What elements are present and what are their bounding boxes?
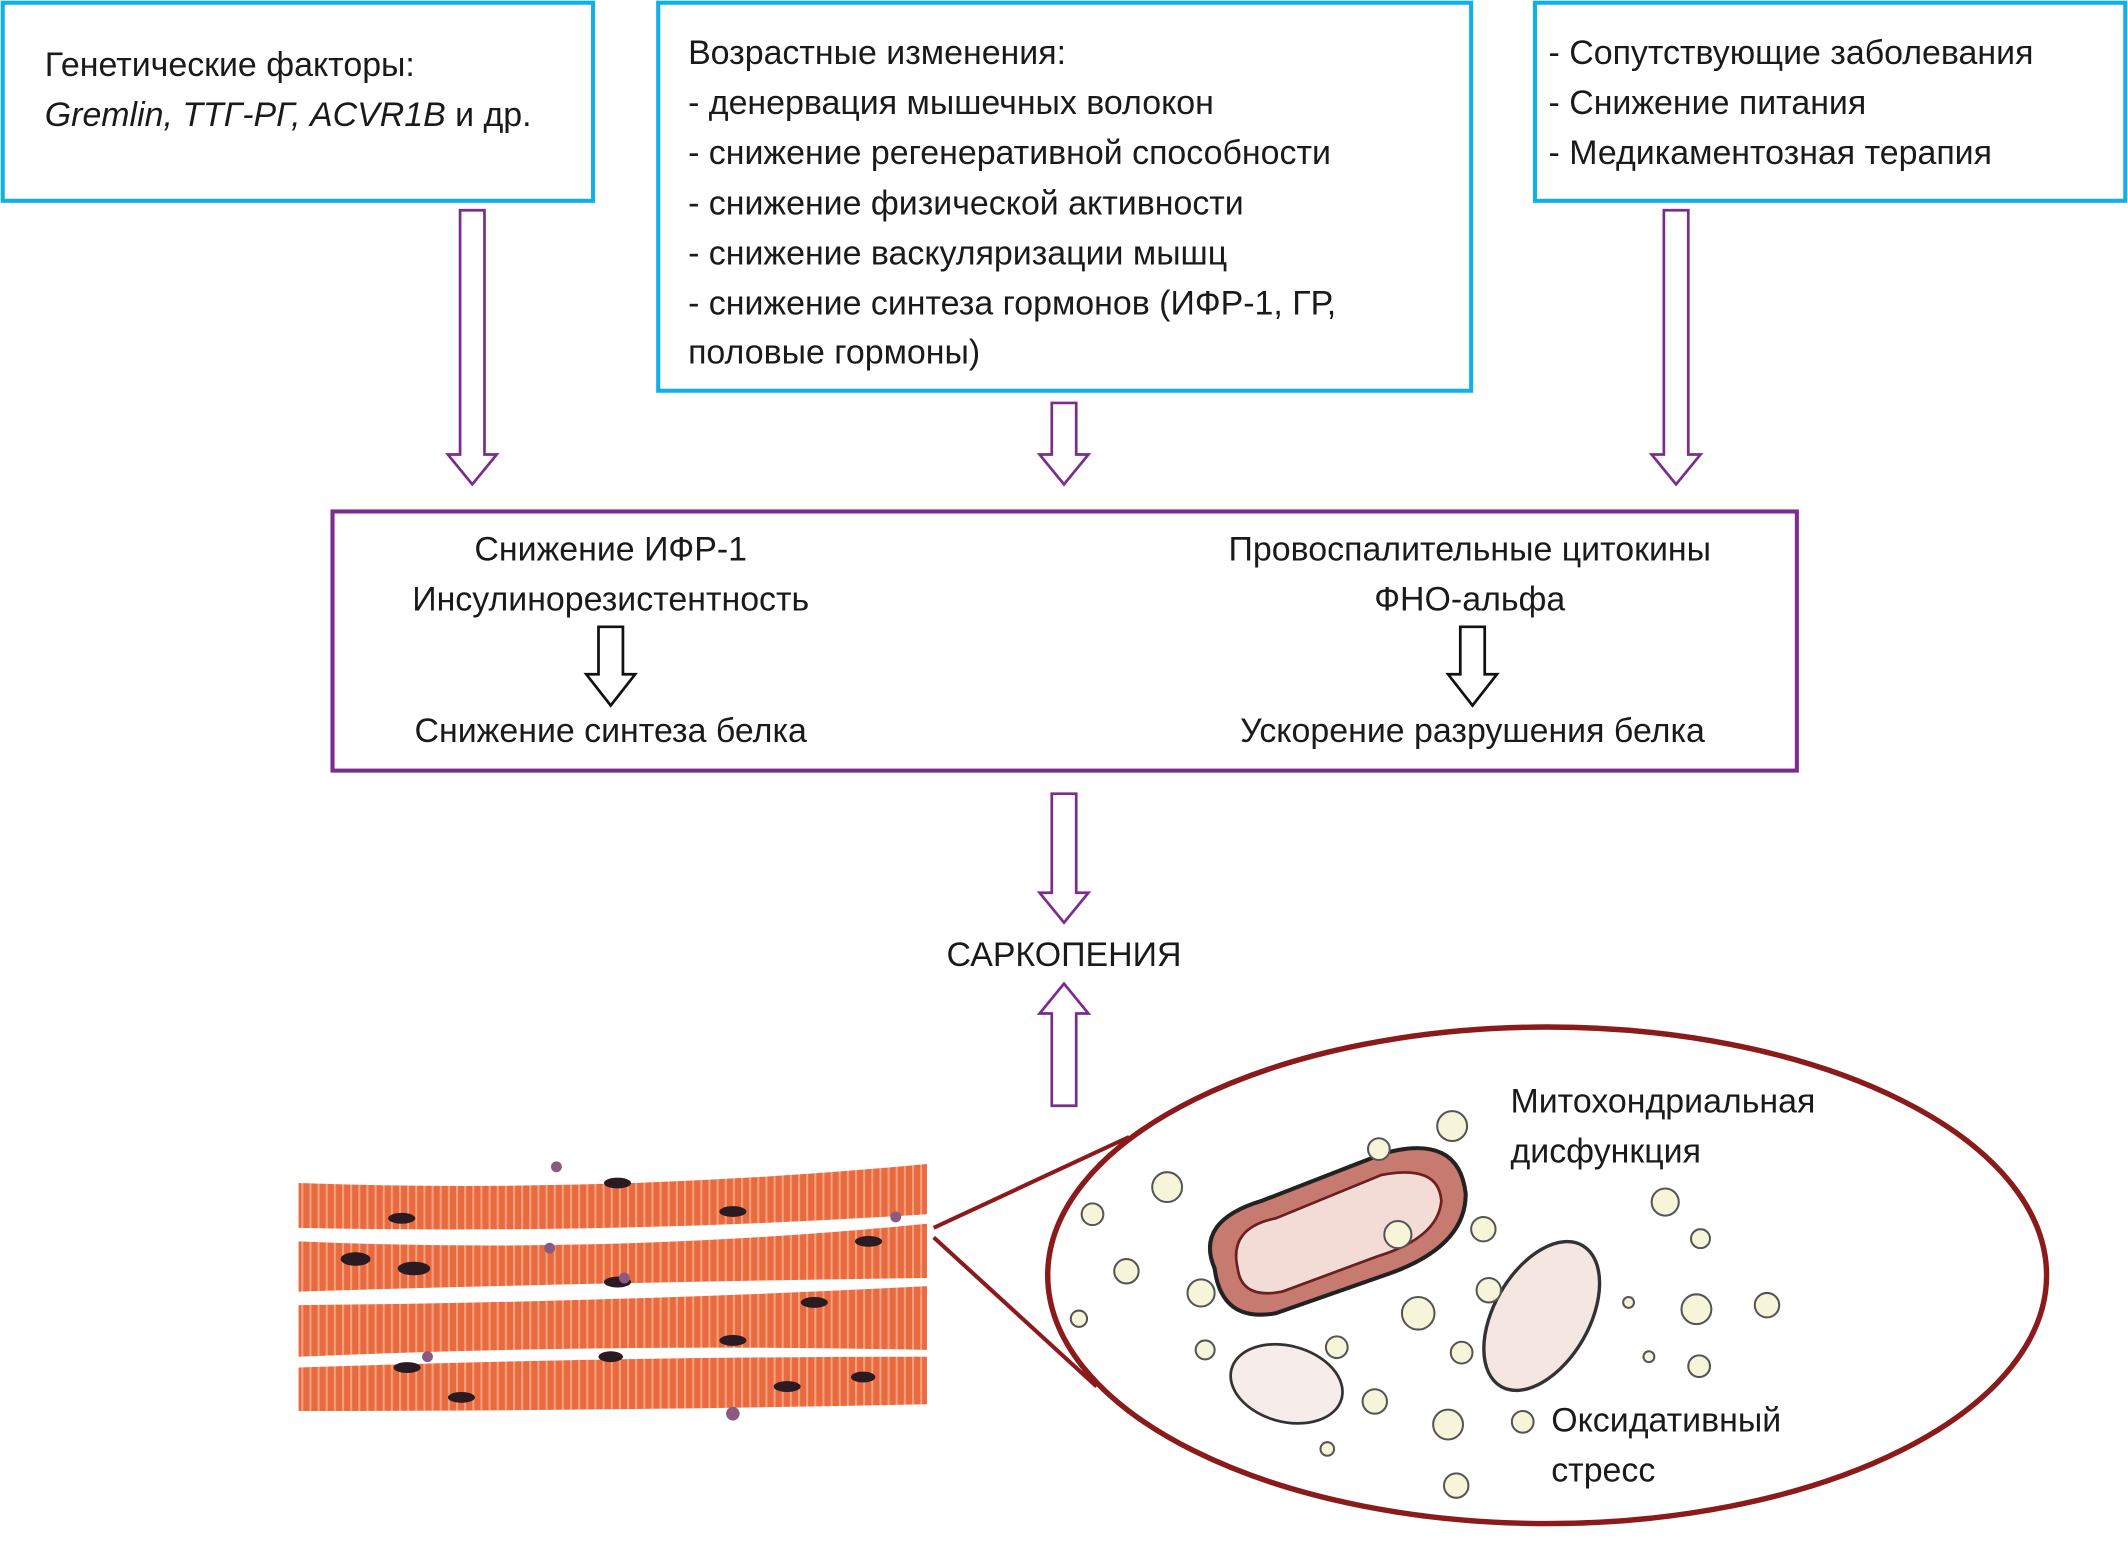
age-item: - снижение васкуляризации мышц (688, 235, 1227, 273)
cytokines: Провоспалительные цитокины (1229, 530, 1711, 568)
genetic-factors-box: Генетические факторы: Gremlin, ТТГ-РГ, A… (0, 0, 596, 203)
insulin-resistance: Инсулинорезистентность (412, 581, 809, 619)
arrow-down-icon (1445, 625, 1500, 708)
genetic-genes: Gremlin, ТТГ-РГ, ACVR1B и др. (45, 96, 532, 134)
arrow-up-icon (1036, 981, 1092, 1108)
other-item: - Снижение питания (1549, 84, 1867, 122)
igf-decrease: Снижение ИФР-1 (474, 530, 747, 568)
age-item: - снижение регенеративной способности (688, 134, 1331, 172)
age-item: - снижение синтеза гормонов (ИФР-1, ГР, (688, 285, 1336, 323)
comorbidities-box: - Сопутствующие заболевания - Снижение п… (1532, 0, 2128, 203)
protein-breakdown: Ускорение разрушения белка (1240, 712, 1705, 750)
oxidative-stress-label: стресс (1551, 1452, 1655, 1490)
age-changes-box: Возрастные изменения: - денервация мышеч… (656, 0, 1474, 393)
mitochondrial-dysfunction-label: дисфункция (1511, 1133, 1701, 1171)
age-item: половые гормоны) (688, 334, 980, 372)
arrow-down-icon (1648, 208, 1704, 487)
mechanisms-box: Снижение ИФР-1 Инсулинорезистентность Сн… (330, 509, 1799, 773)
mitochondrion-icon (1229, 1342, 1344, 1425)
other-item: - Сопутствующие заболевания (1549, 34, 2034, 72)
arrow-down-icon (583, 625, 638, 708)
age-item: - денервация мышечных волокон (688, 84, 1214, 122)
other-item: - Медикаментозная терапия (1549, 134, 1992, 172)
muscle-fibers-image (298, 1161, 927, 1421)
arrow-down-icon (444, 208, 500, 487)
mitochondria-zoom: Митохондриальная дисфункция Оксидативный… (932, 1024, 2050, 1527)
tnf-alpha: ФНО-альфа (1374, 581, 1565, 619)
oxidative-stress-label: Оксидативный (1551, 1401, 1781, 1439)
genetic-title: Генетические факторы: (45, 46, 415, 84)
mitochondrion-icon (1208, 1146, 1468, 1317)
vesicles (1069, 1110, 1781, 1499)
arrow-down-icon (1036, 401, 1092, 487)
age-title: Возрастные изменения: (688, 34, 1066, 72)
protein-synthesis-decrease: Снижение синтеза белка (415, 712, 808, 750)
sarcopenia-label: САРКОПЕНИЯ (946, 936, 1181, 974)
mitochondrial-dysfunction-label: Митохондриальная (1511, 1083, 1816, 1121)
age-item: - снижение физической активности (688, 184, 1244, 222)
arrow-down-icon (1036, 792, 1092, 925)
